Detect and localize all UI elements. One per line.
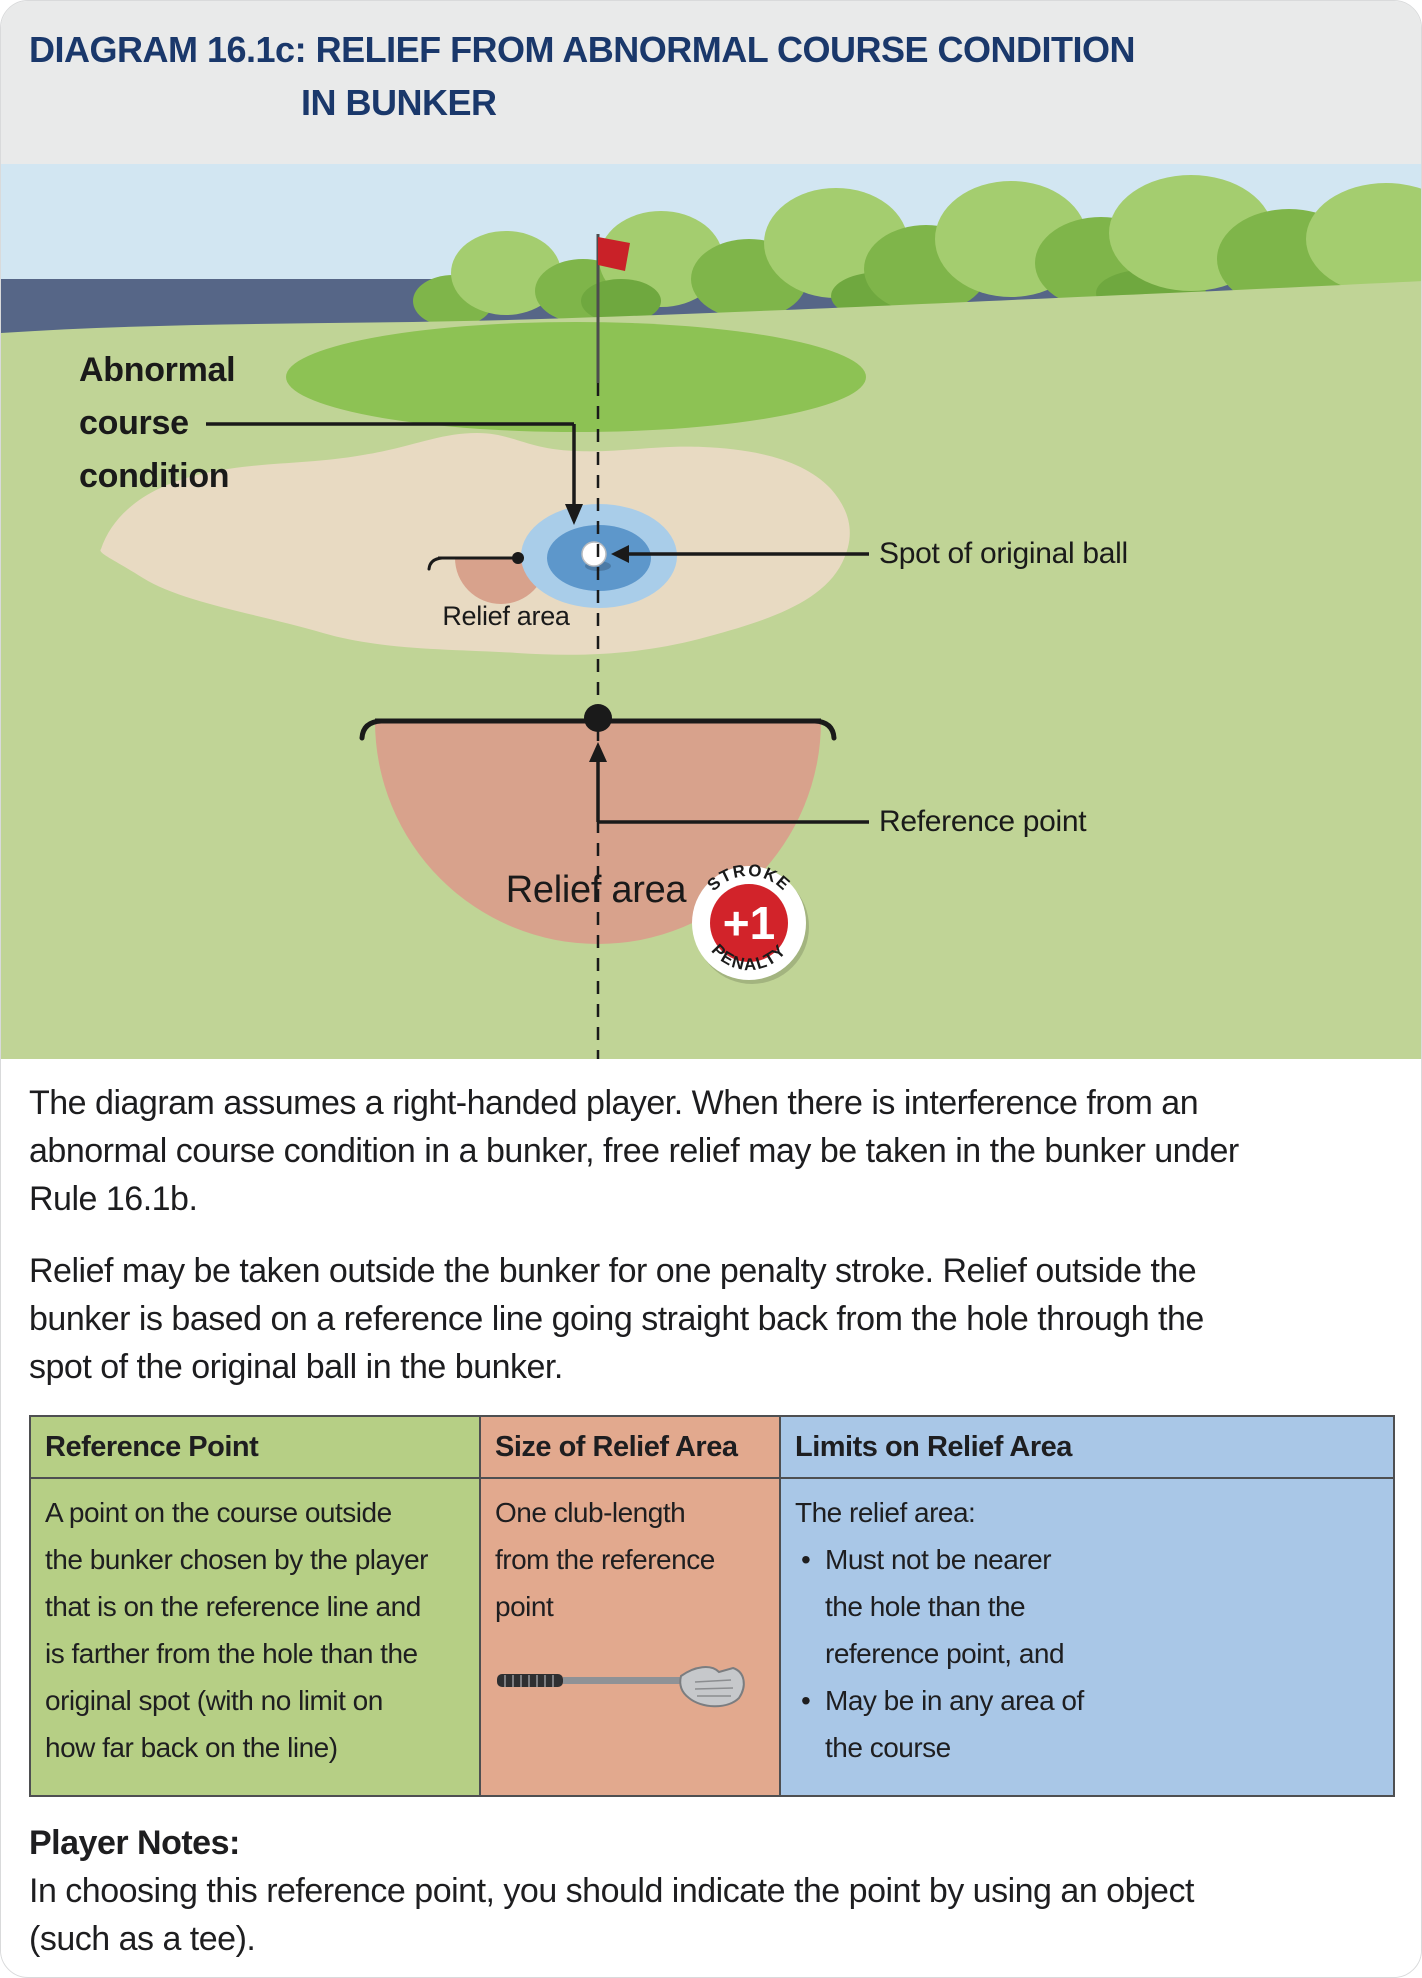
limits-bullet-2: May be in any area of the course	[795, 1677, 1389, 1771]
relief-area-outside-label: Relief area	[505, 869, 687, 911]
player-notes: Player Notes: In choosing this reference…	[29, 1819, 1393, 1963]
diagram-header: DIAGRAM 16.1c: RELIEF FROM ABNORMAL COUR…	[1, 1, 1421, 164]
paragraph-2: Relief may be taken outside the bunker f…	[29, 1252, 1204, 1386]
course-scene-art: STROKE PENALTY +1	[1, 164, 1421, 1059]
limits-bullet-1: Must not be nearer the hole than the ref…	[795, 1536, 1389, 1677]
reference-point-label: Reference point	[879, 805, 1087, 838]
penalty-badge: STROKE PENALTY +1	[692, 861, 809, 984]
table-header-limits-on-relief-area: Limits on Relief Area	[781, 1417, 1393, 1479]
page-title-line2: IN BUNKER	[301, 82, 497, 123]
player-notes-body: In choosing this reference point, you sh…	[29, 1872, 1194, 1958]
abnormal-condition-label: Abnormal course condition	[79, 351, 236, 495]
reference-point-dot	[584, 704, 612, 732]
flag	[598, 237, 630, 271]
table-header-size-of-relief-area: Size of Relief Area	[481, 1417, 781, 1479]
abnormal-condition-leader	[206, 422, 583, 525]
table-cell-limits-on-relief-area: The relief area: Must not be nearer the …	[781, 1479, 1393, 1795]
golf-ball	[581, 541, 607, 567]
size-of-relief-area-text: One club-length from the reference point	[495, 1497, 715, 1622]
explanation-section: The diagram assumes a right-handed playe…	[1, 1059, 1421, 1963]
table-cell-reference-point: A point on the course outside the bunker…	[31, 1479, 481, 1795]
spot-of-ball-leader	[611, 545, 869, 563]
limits-intro: The relief area:	[795, 1497, 976, 1528]
page-title-line1: DIAGRAM 16.1c: RELIEF FROM ABNORMAL COUR…	[29, 29, 1136, 70]
course-diagram: STROKE PENALTY +1 Abnormal course condit…	[1, 164, 1421, 1059]
limits-bullet-list: Must not be nearer the hole than the ref…	[795, 1536, 1389, 1771]
bunker	[100, 433, 850, 655]
treeline	[413, 175, 1421, 327]
penalty-badge-value: +1	[723, 897, 775, 949]
bunker-relief-line	[427, 556, 518, 571]
reference-point-leader	[589, 742, 869, 824]
table-header-reference-point: Reference Point	[31, 1417, 481, 1479]
paragraph-1: The diagram assumes a right-handed playe…	[29, 1084, 1239, 1218]
spot-of-original-ball-label: Spot of original ball	[879, 537, 1128, 570]
flagstick	[596, 234, 630, 383]
rules-table: Reference Point Size of Relief Area Limi…	[29, 1415, 1395, 1797]
putting-green	[286, 322, 866, 432]
relief-area-bunker-label: Relief area	[442, 601, 570, 631]
golf-club-icon	[497, 1666, 745, 1708]
player-notes-heading: Player Notes:	[29, 1824, 240, 1862]
bunker-reference-dot	[512, 552, 524, 564]
table-cell-size-of-relief-area: One club-length from the reference point	[481, 1479, 781, 1795]
page-title: DIAGRAM 16.1c: RELIEF FROM ABNORMAL COUR…	[29, 23, 1393, 129]
